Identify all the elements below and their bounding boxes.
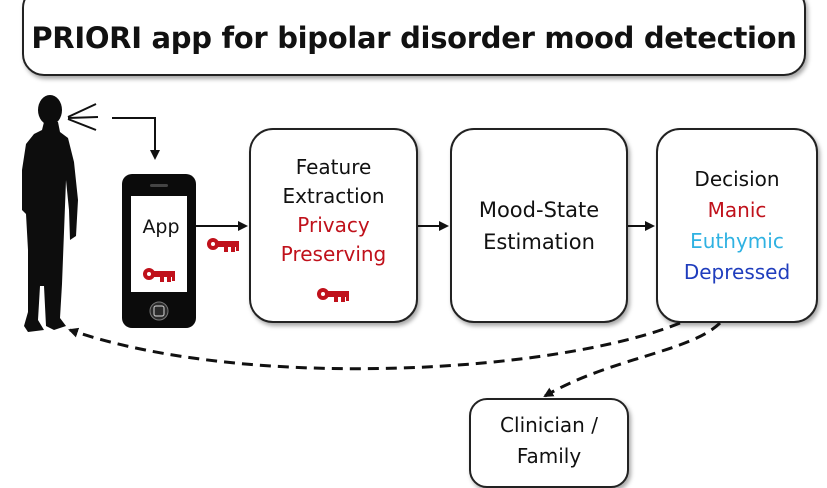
decision-euthymic: Euthymic: [690, 229, 784, 253]
speech-wave-icon: [67, 103, 99, 131]
mood-line-2: Estimation: [483, 229, 595, 254]
person-to-phone-arrow: [112, 117, 160, 160]
person-silhouette: [22, 95, 78, 332]
feedback-to-clinician-arrow: [543, 321, 722, 398]
feature-extraction-box: Feature Extraction Privacy Preserving: [249, 128, 418, 323]
feature-key-icon: [317, 288, 349, 302]
diagram-graphics: [22, 95, 722, 398]
transfer-key-icon: [207, 238, 239, 252]
decision-box: Decision Manic Euthymic Depressed: [656, 128, 818, 323]
feature-line-1: Feature: [295, 154, 372, 179]
phone-app-label: App: [142, 216, 180, 238]
decision-depressed: Depressed: [683, 260, 791, 284]
feedback-to-person-arrow: [68, 321, 681, 371]
privacy-line-1: Privacy: [297, 212, 370, 237]
decision-heading: Decision: [694, 167, 780, 191]
feature-line-2: Extraction: [282, 183, 385, 208]
clinician-line-1: Clinician /: [500, 413, 598, 437]
privacy-line-2: Preserving: [280, 241, 387, 266]
decision-manic: Manic: [707, 198, 767, 222]
title-box: PRIORI app for bipolar disorder mood det…: [22, 0, 806, 76]
diagram-title: PRIORI app for bipolar disorder mood det…: [31, 21, 797, 55]
mood-state-estimation-box: Mood-State Estimation: [450, 128, 628, 323]
mood-line-1: Mood-State: [478, 197, 600, 222]
smartphone: [122, 174, 196, 328]
clinician-line-2: Family: [516, 444, 582, 468]
